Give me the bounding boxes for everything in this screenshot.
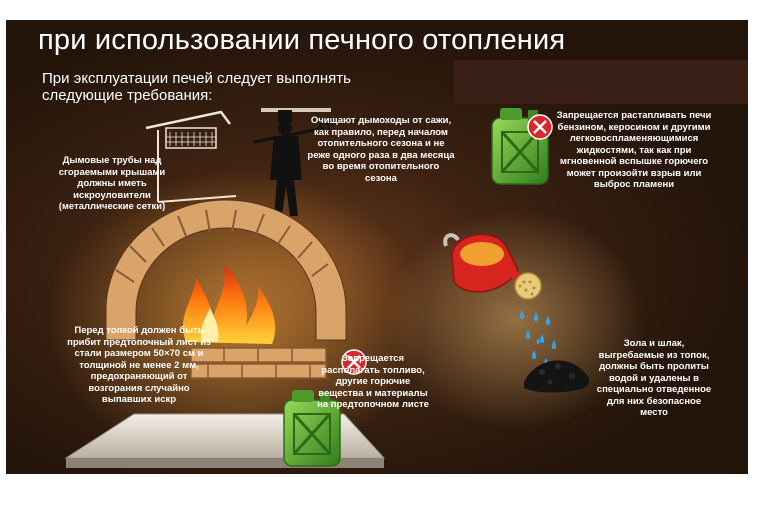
fire-safety-poster: при использовании печного отопления При … [6, 20, 748, 474]
poster-title: при использовании печного отопления [38, 24, 566, 56]
poster-illustration [46, 108, 646, 470]
jerrycan-icon [283, 390, 341, 467]
prohibited-icon [527, 114, 553, 140]
caption-no-flammable-liquids: Запрещается растапливать печи бензином, … [556, 110, 712, 190]
stove-fire-icon [105, 199, 347, 379]
chimney-sweep-icon [253, 108, 331, 216]
caption-chimney-mesh: Дымовые трубы над сгораемыми крышами дол… [58, 155, 166, 212]
chimney-mesh-icon [145, 110, 237, 203]
poster-intro: При эксплуатации печей следует выполнять… [42, 70, 351, 104]
prohibited-icon [341, 349, 367, 375]
ash-pile-icon [524, 360, 590, 393]
caption-no-fuel-on-sheet: Запрещается располагать топливо, другие … [317, 353, 429, 410]
watering-can-icon [443, 233, 542, 300]
header-dark-band [454, 60, 748, 104]
caption-chimney-cleaning: Очищают дымоходы от сажи, как правило, п… [307, 115, 455, 184]
caption-pre-furnace-sheet: Перед топкой должен быть прибит предтопо… [67, 325, 211, 405]
caption-ash-disposal: Зола и шлак, выгребаемые из топок, должн… [596, 338, 712, 418]
